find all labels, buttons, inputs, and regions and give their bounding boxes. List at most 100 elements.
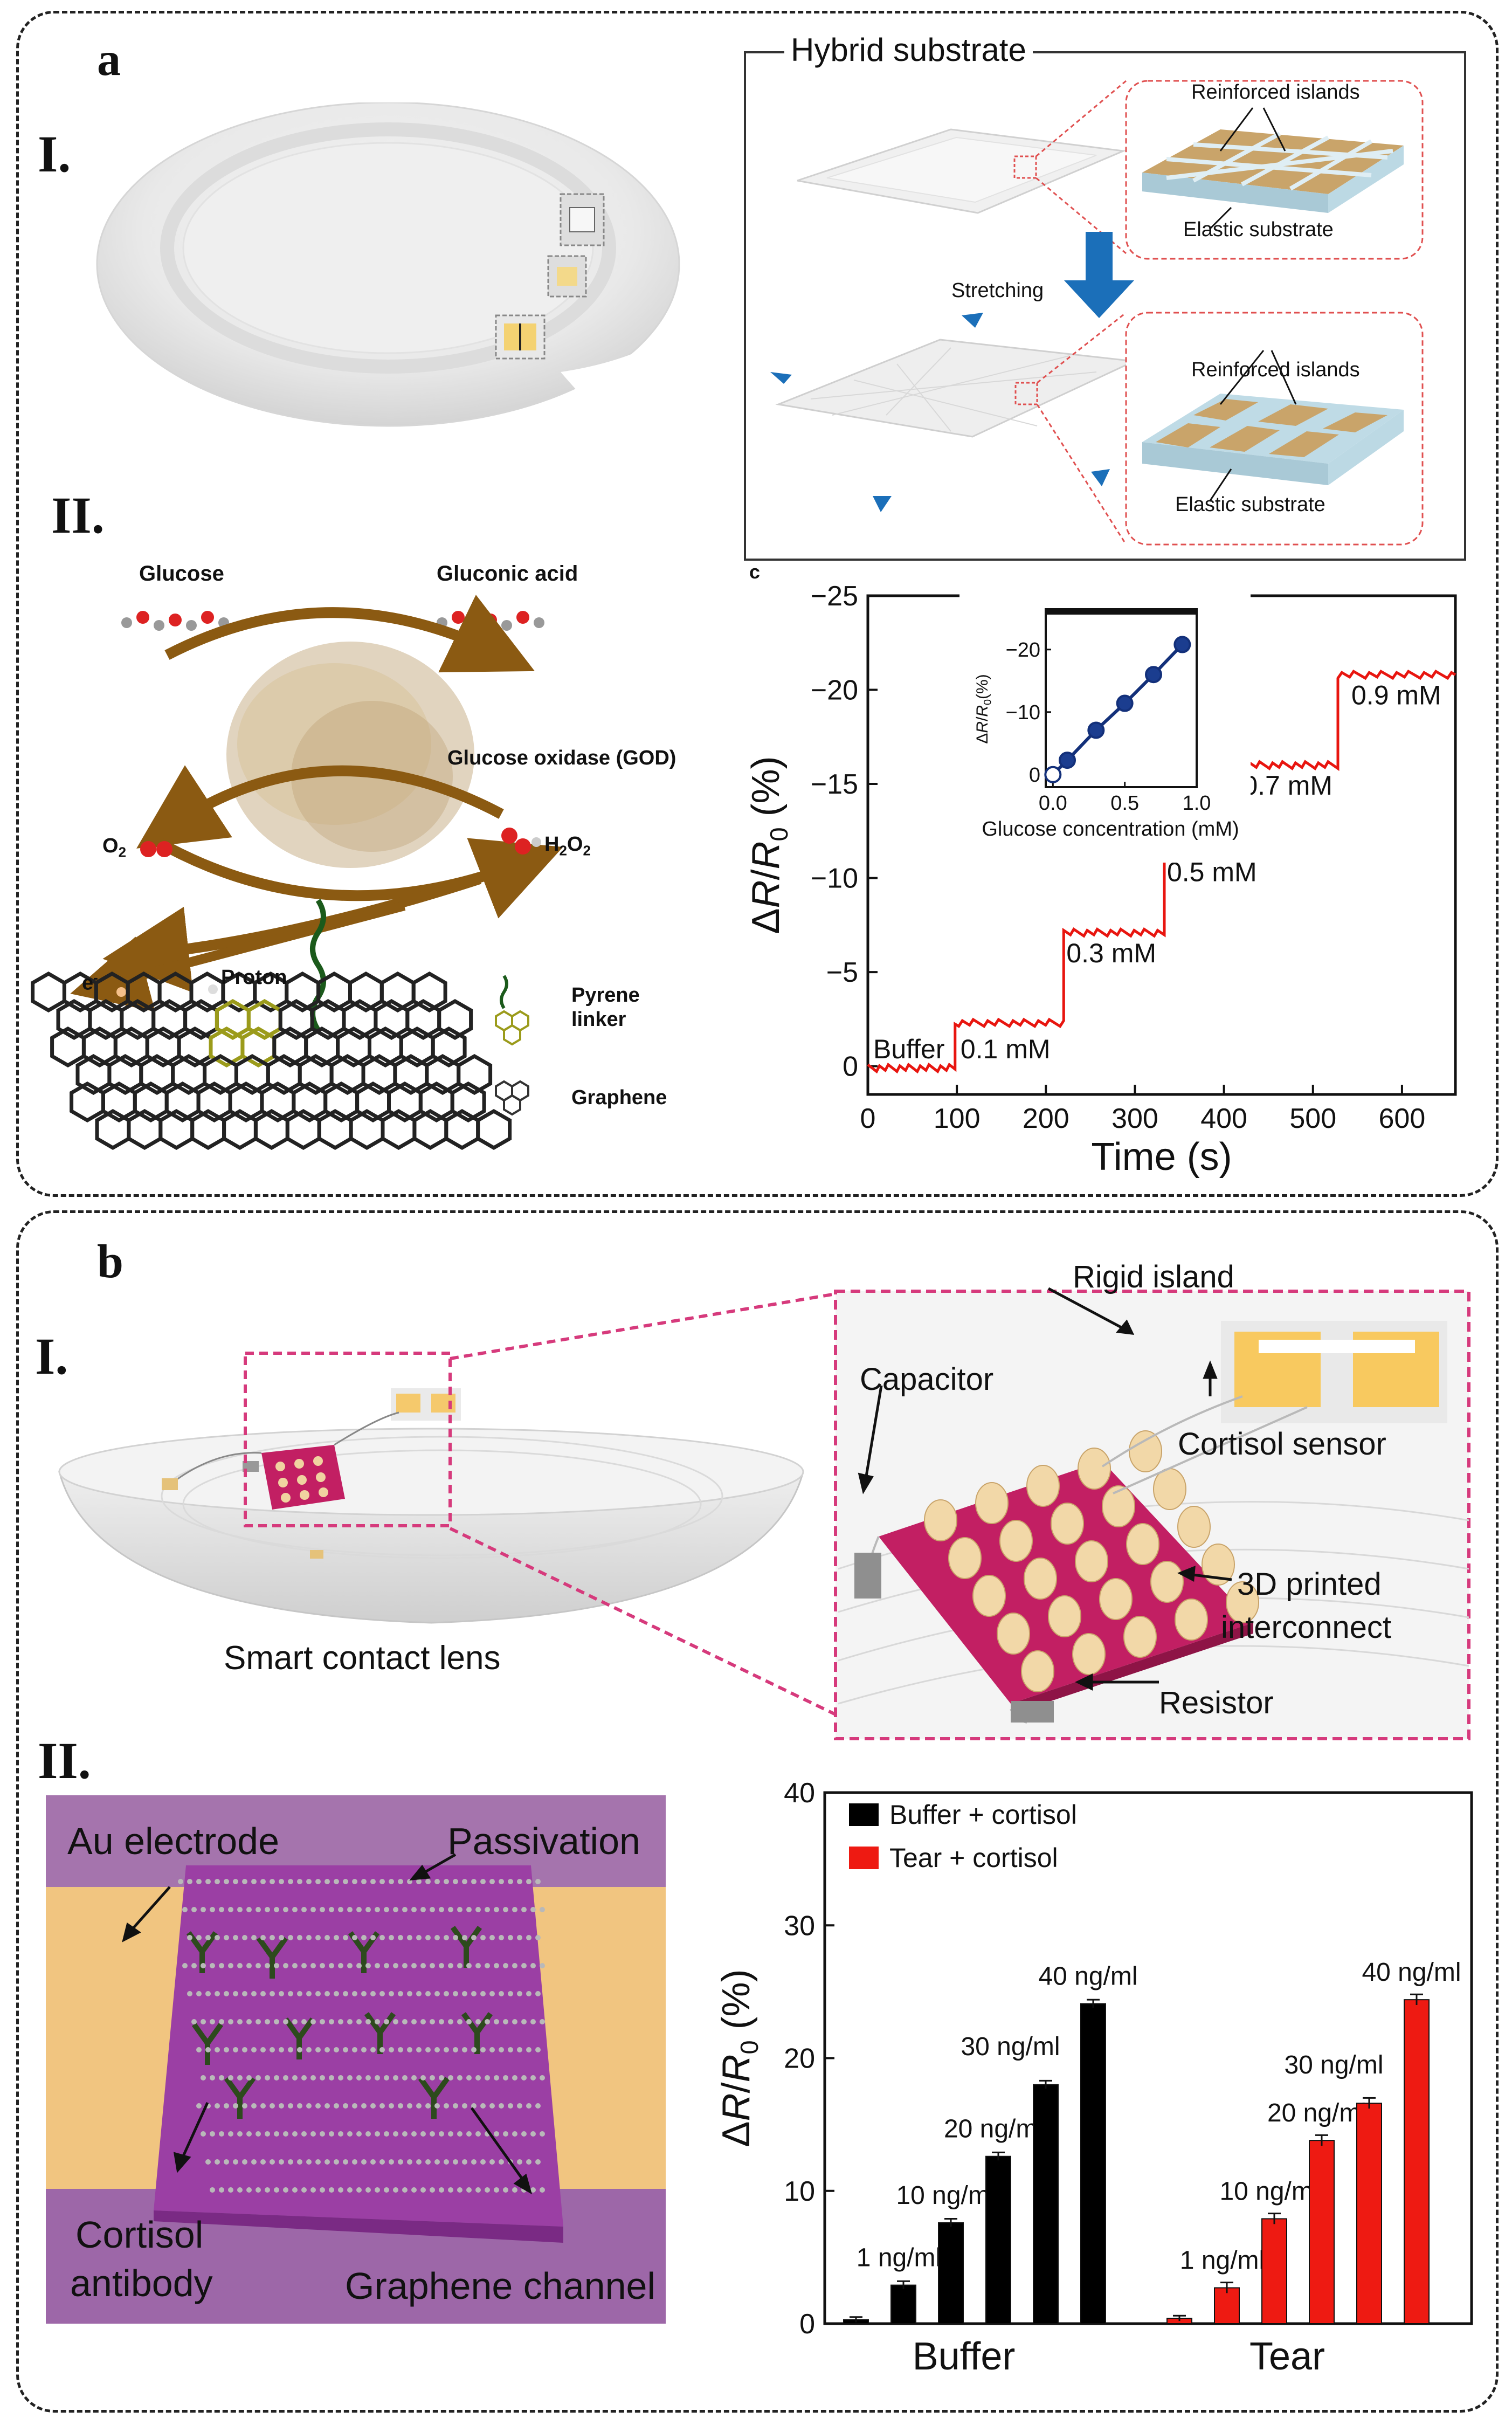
graphene-hex — [411, 971, 447, 1013]
surface-dot — [347, 2187, 353, 2193]
surface-dot — [246, 1907, 252, 1912]
bar-value-label: 30 ng/ml — [961, 2033, 1060, 2061]
bar-value-label: 40 ng/ml — [1362, 1958, 1461, 1987]
surface-dot — [499, 2159, 504, 2165]
sensor-pad — [948, 1537, 982, 1579]
surface-dot — [260, 2103, 266, 2109]
label-h2o2: H2O2 — [544, 833, 591, 859]
surface-dot — [347, 1907, 353, 1912]
surface-dot — [384, 2187, 389, 2193]
surface-dot — [325, 1935, 330, 1940]
surface-dot — [306, 1879, 312, 1884]
surface-dot — [246, 2131, 252, 2137]
surface-dot — [237, 1963, 243, 1968]
corner-mark: c — [749, 561, 761, 583]
surface-dot — [205, 1935, 211, 1940]
surface-dot — [379, 2159, 385, 2165]
y-tick-label: −5 — [826, 957, 858, 988]
legend-label: Tear + cortisol — [889, 1843, 1058, 1873]
surface-dot — [480, 1935, 486, 1940]
surface-dot — [306, 1991, 312, 1996]
label-proton: Proton — [221, 966, 287, 989]
surface-dot — [439, 1963, 444, 1968]
sensor-pad — [1226, 1581, 1259, 1623]
surface-dot — [310, 1907, 316, 1912]
surface-dot — [517, 1879, 522, 1884]
surface-dot — [530, 2075, 536, 2080]
surface-dot — [420, 1907, 426, 1912]
surface-dot — [457, 1963, 462, 1968]
surface-dot — [265, 2019, 270, 2024]
surface-dot — [439, 1907, 444, 1912]
step-label: 0.7 mM — [1242, 770, 1333, 801]
surface-dot — [389, 1991, 394, 1996]
surface-dot — [448, 2075, 453, 2080]
bar — [1309, 2140, 1335, 2324]
surface-dot — [228, 2131, 233, 2137]
surface-dot — [361, 1935, 367, 1940]
surface-dot — [530, 1907, 536, 1912]
surface-dot — [201, 2019, 206, 2024]
surface-dot — [329, 2019, 334, 2024]
surface-dot — [370, 2159, 376, 2165]
bar — [1214, 2287, 1240, 2325]
surface-dot — [228, 2187, 233, 2193]
sensor-pad — [1202, 1544, 1235, 1586]
surface-dot — [352, 1879, 357, 1884]
surface-dot — [306, 2047, 312, 2052]
surface-dot — [517, 2047, 522, 2052]
sensor-pad — [1099, 1578, 1133, 1620]
surface-dot — [237, 2131, 243, 2137]
surface-dot — [334, 2047, 339, 2052]
surface-dot — [425, 2159, 431, 2165]
surface-dot — [338, 1907, 343, 1912]
surface-dot — [389, 1879, 394, 1884]
surface-dot — [365, 2019, 371, 2024]
y-tick-label: −20 — [811, 675, 858, 706]
surface-dot — [503, 2075, 508, 2080]
surface-dot — [325, 2047, 330, 2052]
group-label: Tear — [1249, 2335, 1325, 2378]
surface-dot — [430, 1963, 435, 1968]
surface-dot — [540, 1907, 545, 1912]
surface-dot — [434, 1879, 440, 1884]
surface-dot — [494, 1907, 499, 1912]
surface-dot — [329, 2075, 334, 2080]
surface-dot — [393, 2131, 398, 2137]
surface-dot — [347, 1963, 353, 1968]
surface-dot — [521, 1907, 527, 1912]
y-tick-label: −10 — [811, 863, 858, 894]
surface-dot — [224, 1935, 229, 1940]
surface-dot — [407, 1991, 412, 1996]
surface-dot — [260, 1991, 266, 1996]
surface-dot — [361, 1879, 367, 1884]
surface-dot — [489, 1935, 495, 1940]
surface-dot — [210, 1907, 215, 1912]
svg-text:ΔR/R0 (%): ΔR/R0 (%) — [744, 756, 793, 934]
bar-value-label: 20 ng/ml — [1267, 2099, 1366, 2127]
x-tick-label: 300 — [1111, 1103, 1158, 1134]
surface-dot — [310, 2019, 316, 2024]
surface-dot — [242, 1879, 247, 1884]
surface-dot — [265, 2075, 270, 2080]
surface-dot — [434, 2159, 440, 2165]
label-pyrene-2: linker — [571, 1008, 626, 1031]
surface-dot — [475, 2131, 481, 2137]
surface-dot — [494, 2019, 499, 2024]
surface-dot — [306, 1935, 312, 1940]
zoom-connector — [449, 1292, 837, 1716]
surface-dot — [448, 1963, 453, 1968]
surface-dot — [334, 1935, 339, 1940]
inset-bg — [959, 593, 1251, 863]
hybrid-label-elastic-top: Elastic substrate — [1183, 218, 1334, 241]
surface-dot — [233, 1935, 238, 1940]
surface-dot — [485, 2019, 490, 2024]
sensor-pad — [1102, 1485, 1135, 1527]
surface-dot — [508, 1991, 513, 1996]
group-label: Buffer — [913, 2335, 1016, 2378]
surface-dot — [462, 2159, 467, 2165]
surface-dot — [457, 2075, 462, 2080]
surface-dot — [301, 2019, 307, 2024]
surface-dot — [365, 2187, 371, 2193]
